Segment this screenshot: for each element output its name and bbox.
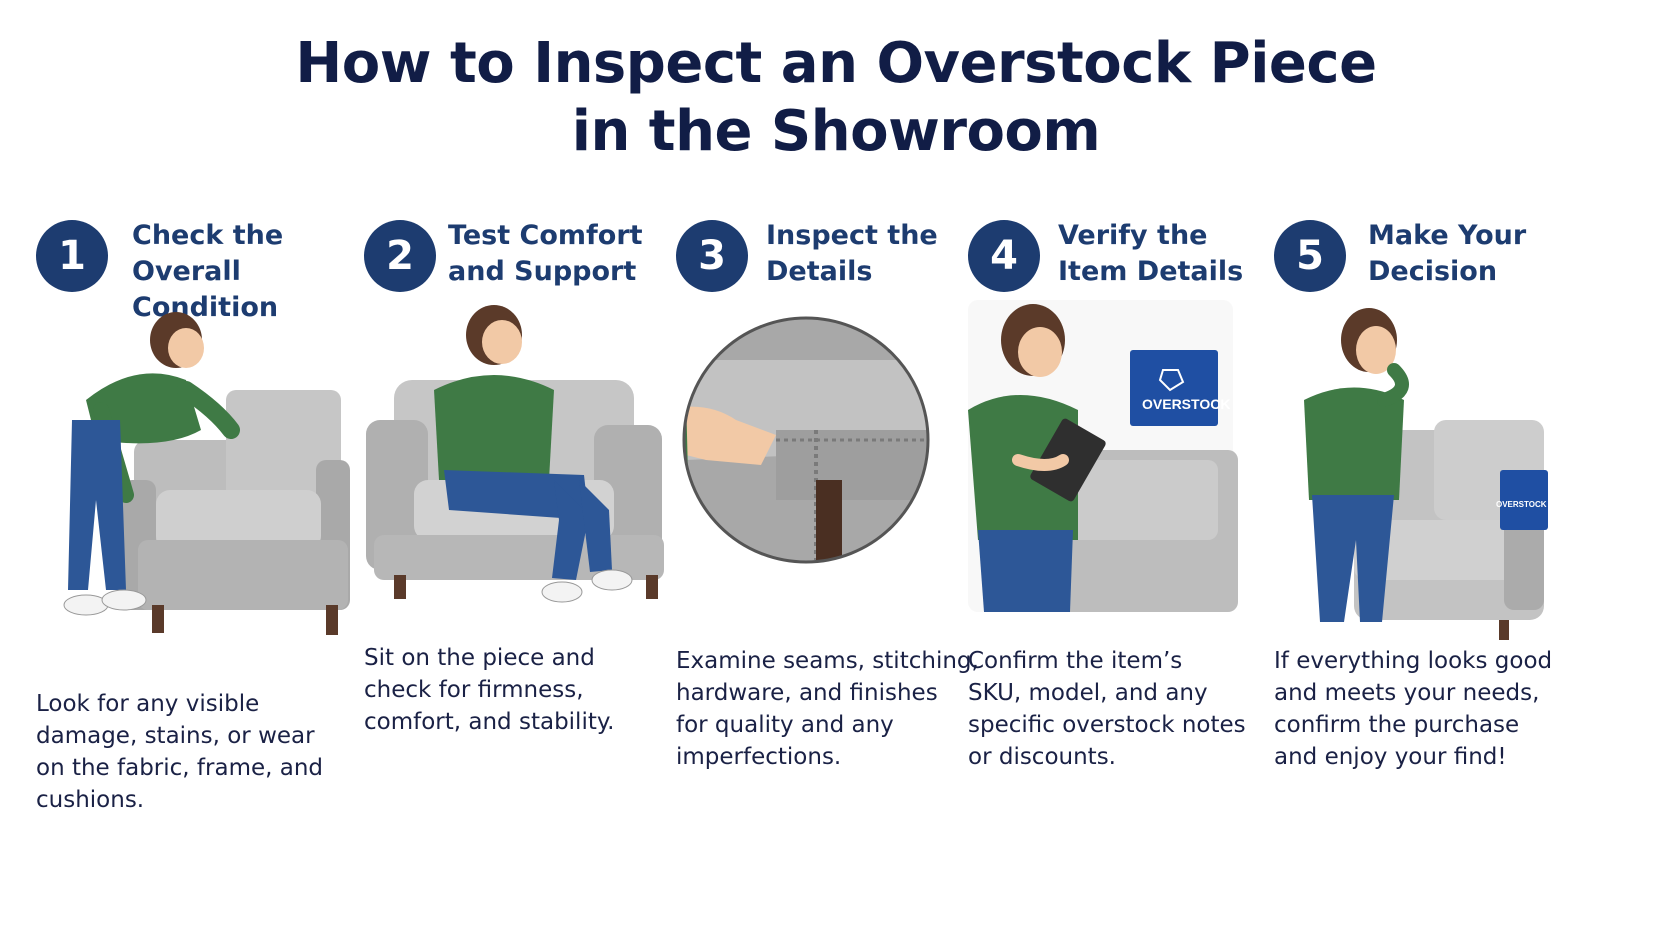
step-title: Inspect the Details (766, 218, 1026, 290)
step-description: Examine seams, stitching, hardware, and … (676, 645, 996, 773)
page-title-line-1: How to Inspect an Overstock Piece (295, 31, 1377, 96)
step-title-line-2: Details (766, 256, 873, 287)
step-title-line-1: Inspect the (766, 220, 938, 251)
step-description-line: for quality and any (676, 712, 894, 738)
step-description-line: or discounts. (968, 744, 1116, 770)
step-description-line: confirm the purchase (1274, 712, 1520, 738)
step-4: 4 Verify the Item Details Confirm the it… (968, 0, 1298, 941)
step-title: Check the Overall Condition (132, 218, 392, 326)
step-number-badge: 5 (1274, 220, 1346, 292)
step-description-line: and meets your needs, (1274, 680, 1540, 706)
step-1: 1 Check the Overall Condition Look for a… (36, 0, 366, 941)
step-description: Look for any visible damage, stains, or … (36, 688, 356, 816)
step-description-line: hardware, and finishes (676, 680, 938, 706)
woman-inspecting-armchair-icon (63, 312, 350, 635)
step-title-line-2: and Support (448, 256, 637, 287)
magnified-seam-detail-icon (682, 316, 930, 564)
step-title-line-1: Verify the (1058, 220, 1208, 251)
step-description-line: Look for any visible (36, 691, 260, 717)
woman-sitting-armchair-icon (366, 305, 664, 603)
page-title: How to Inspect an Overstock Piece in the… (0, 30, 1672, 166)
step-description-line: Confirm the item’s (968, 648, 1183, 674)
step-description-line: on the fabric, frame, and (36, 755, 324, 781)
woman-deciding-icon (1304, 308, 1548, 640)
step-description: Confirm the item’s SKU, model, and any s… (968, 645, 1288, 773)
step-description-line: Sit on the piece and (364, 645, 595, 671)
step-5: 5 Make Your Decision OVERSTOCK If everyt… (1274, 0, 1604, 941)
woman-with-clipboard-icon (968, 300, 1238, 612)
step-number-badge: 2 (364, 220, 436, 292)
step-title-line-2: Decision (1368, 256, 1498, 287)
step-description-line: comfort, and stability. (364, 709, 615, 735)
step-description: If everything looks good and meets your … (1274, 645, 1594, 773)
step-title-line-1: Make Your (1368, 220, 1527, 251)
overstock-sign-label: OVERSTOCK (1142, 396, 1231, 412)
step-title: Verify the Item Details (1058, 218, 1318, 290)
step-title-line-2: Overall Condition (132, 256, 279, 323)
step-description-line: cushions. (36, 787, 145, 813)
step-title: Test Comfort and Support (448, 218, 708, 290)
step-2: 2 Test Comfort and Support Sit on the pi… (364, 0, 694, 941)
step-description-line: damage, stains, or wear (36, 723, 315, 749)
step-number-badge: 4 (968, 220, 1040, 292)
overstock-tag (1500, 470, 1548, 530)
step-title-line-1: Check the (132, 220, 284, 251)
step-3: 3 Inspect the Details Examine seams, sti… (676, 0, 1006, 941)
page-title-line-2: in the Showroom (571, 99, 1101, 164)
step-description-line: check for firmness, (364, 677, 584, 703)
step-description-line: Examine seams, stitching, (676, 648, 979, 674)
step-title-line-2: Item Details (1058, 256, 1244, 287)
step-description-line: imperfections. (676, 744, 842, 770)
step-description-line: and enjoy your find! (1274, 744, 1507, 770)
step-title-line-1: Test Comfort (448, 220, 643, 251)
step-number-badge: 1 (36, 220, 108, 292)
step-number-badge: 3 (676, 220, 748, 292)
step-description-line: specific overstock notes (968, 712, 1246, 738)
overstock-tag-label: OVERSTOCK (1496, 500, 1547, 509)
step-title: Make Your Decision (1368, 218, 1628, 290)
step-description-line: If everything looks good (1274, 648, 1553, 674)
step-description: Sit on the piece and check for firmness,… (364, 642, 684, 738)
step-description-line: SKU, model, and any (968, 680, 1208, 706)
